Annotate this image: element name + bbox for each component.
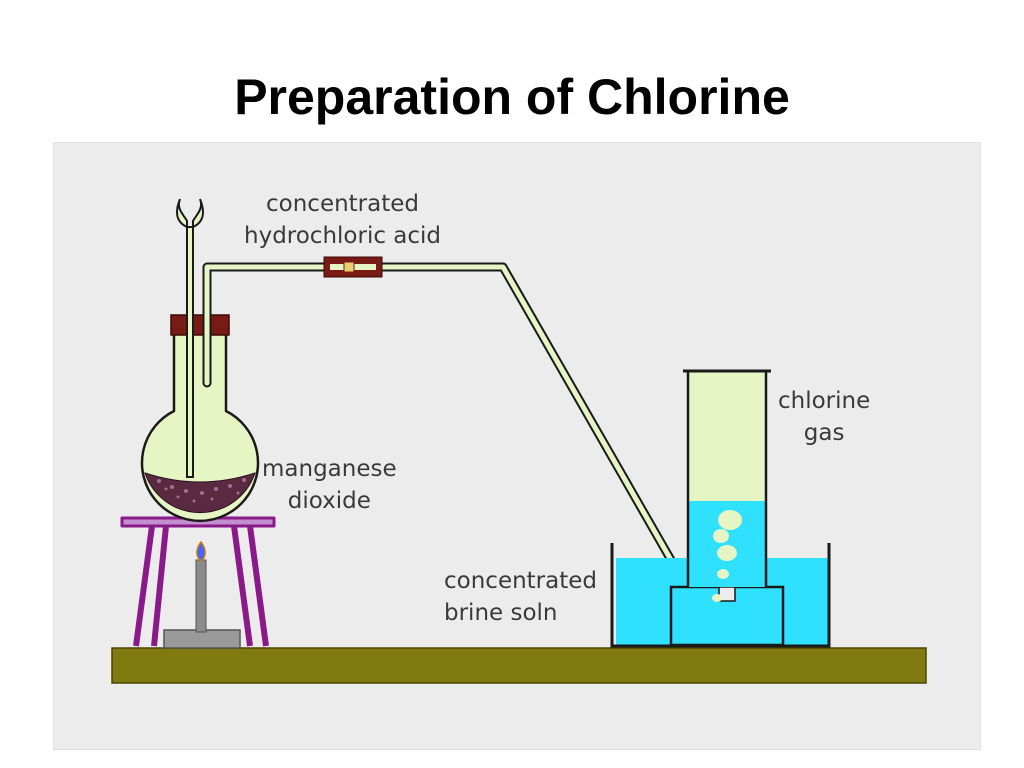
thistle-funnel <box>176 198 204 478</box>
diagram-panel: concentrated hydrochloric acid manganese… <box>53 142 981 750</box>
round-bottom-flask <box>140 331 260 523</box>
flame-icon <box>196 540 206 562</box>
rubber-connector <box>323 256 383 278</box>
label-brine-solution: concentrated brine soln <box>444 568 598 626</box>
label-chlorine-gas: chlorine gas <box>778 388 871 446</box>
chlorine-gas <box>688 371 766 501</box>
bench <box>111 647 927 684</box>
chlorine-preparation-apparatus <box>111 198 927 684</box>
slide-title: Preparation of Chlorine <box>234 69 790 125</box>
bunsen-burner <box>163 540 241 649</box>
label-manganese-dioxide: manganese dioxide <box>262 456 397 514</box>
gas-bubbles <box>712 510 742 602</box>
manganese-dioxide-solid <box>144 472 256 514</box>
rubber-stopper <box>170 314 230 336</box>
label-hydrochloric-acid: concentrated hydrochloric acid <box>244 191 442 249</box>
beehive-shelf <box>669 585 785 647</box>
